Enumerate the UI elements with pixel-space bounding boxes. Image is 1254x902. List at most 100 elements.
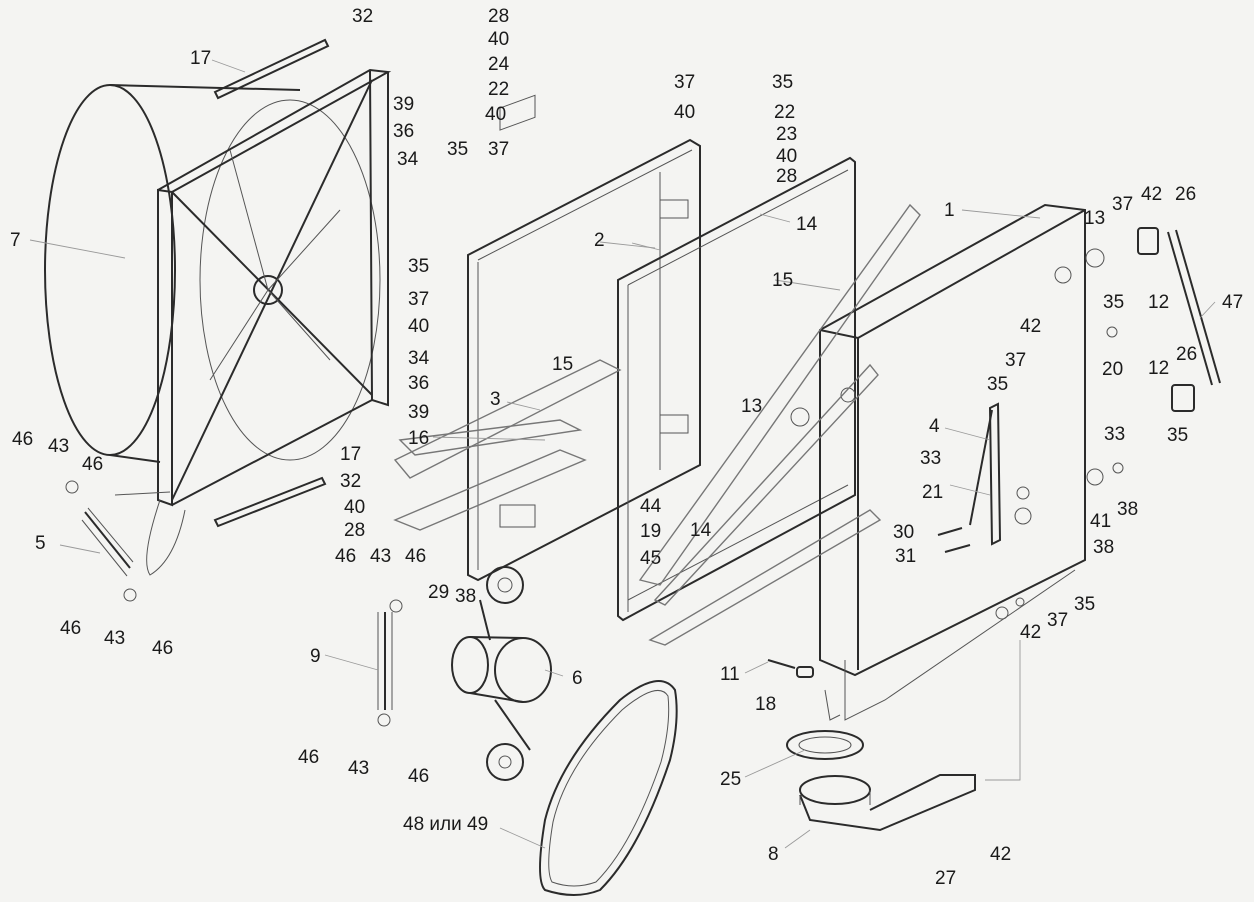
- tensioner-6: [451, 566, 552, 781]
- label-31: 31: [895, 546, 916, 567]
- label-14: 14: [690, 520, 712, 541]
- label-16: 16: [408, 428, 429, 449]
- ghost-overlay: [393, 203, 921, 646]
- label-35: 35: [408, 256, 429, 277]
- label-22: 22: [488, 79, 509, 100]
- label-35: 35: [987, 374, 1008, 395]
- label-43: 43: [370, 546, 391, 567]
- label-13: 13: [741, 396, 762, 417]
- label-42: 42: [1020, 622, 1041, 643]
- label-15: 15: [772, 270, 793, 291]
- label-1: 1: [944, 200, 955, 221]
- label-26: 26: [1175, 184, 1196, 205]
- label-39: 39: [393, 94, 414, 115]
- pins-30-31: [937, 527, 971, 553]
- label-38: 38: [455, 586, 476, 607]
- label-20: 20: [1102, 359, 1123, 380]
- belt-48-49: [539, 680, 678, 896]
- label-36: 36: [408, 373, 429, 394]
- bracket-17-bottom: [213, 476, 327, 528]
- label-39: 39: [408, 402, 429, 423]
- label-40: 40: [776, 146, 797, 167]
- label-34: 34: [408, 348, 430, 369]
- label-22: 22: [774, 102, 795, 123]
- label-25: 25: [720, 769, 741, 790]
- hinge-12-bottom: [1171, 384, 1195, 412]
- frame-14: [617, 156, 856, 622]
- spring-9: [377, 599, 403, 727]
- spring-5: [65, 480, 137, 602]
- label-28: 28: [344, 520, 365, 541]
- label-30: 30: [893, 522, 914, 543]
- hopper-1: [819, 203, 1086, 721]
- label-48-49: 48 или 49: [403, 814, 488, 835]
- label-41: 41: [1090, 511, 1111, 532]
- label-46: 46: [60, 618, 81, 639]
- label-34: 34: [397, 149, 419, 170]
- fasteners: [790, 248, 1124, 620]
- label-46: 46: [12, 429, 33, 450]
- label-37: 37: [1005, 350, 1026, 371]
- label-26: 26: [1176, 344, 1197, 365]
- label-43: 43: [348, 758, 369, 779]
- label-23: 23: [776, 124, 797, 145]
- label-37: 37: [1047, 610, 1068, 631]
- label-43: 43: [104, 628, 125, 649]
- label-37: 37: [1112, 194, 1133, 215]
- label-40: 40: [488, 29, 509, 50]
- label-24: 24: [488, 54, 510, 75]
- label-14: 14: [796, 214, 818, 235]
- label-17: 17: [190, 48, 211, 69]
- bushing-18: [796, 666, 814, 678]
- pin-11: [767, 659, 796, 669]
- panel-2: [467, 94, 701, 582]
- label-37: 37: [674, 72, 695, 93]
- label-46: 46: [298, 747, 319, 768]
- label-17: 17: [340, 444, 361, 465]
- label-46: 46: [405, 546, 426, 567]
- label-37: 37: [488, 139, 509, 160]
- label-12: 12: [1148, 358, 1169, 379]
- label-5: 5: [35, 533, 46, 554]
- leader-lines: [29, 59, 1216, 849]
- fan-housing-drum: [44, 84, 381, 463]
- label-46: 46: [408, 766, 429, 787]
- label-36: 36: [393, 121, 414, 142]
- label-47: 47: [1222, 292, 1243, 313]
- label-4: 4: [929, 416, 940, 437]
- bracket-17-top: [213, 38, 330, 100]
- label-38: 38: [1117, 499, 1138, 520]
- label-43: 43: [48, 436, 69, 457]
- label-13: 13: [1084, 208, 1105, 229]
- label-33: 33: [1104, 424, 1125, 445]
- hinge-12-top: [1137, 227, 1159, 255]
- label-37: 37: [408, 289, 429, 310]
- label-40: 40: [485, 104, 506, 125]
- label-38: 38: [1093, 537, 1114, 558]
- label-35: 35: [1103, 292, 1124, 313]
- label-6: 6: [572, 668, 583, 689]
- label-35: 35: [447, 139, 468, 160]
- label-11: 11: [720, 664, 740, 685]
- label-35: 35: [1167, 425, 1188, 446]
- label-40: 40: [344, 497, 365, 518]
- label-18: 18: [755, 694, 776, 715]
- part-labels: 32 28 40 24 22 40 17 39 36 34 35 37 37 3…: [10, 6, 1243, 889]
- label-44: 44: [640, 496, 662, 517]
- chute-8: [799, 774, 976, 832]
- label-9: 9: [310, 646, 321, 667]
- label-3: 3: [490, 389, 501, 410]
- label-46: 46: [82, 454, 103, 475]
- label-46: 46: [152, 638, 173, 659]
- fan-frame: [114, 68, 392, 576]
- label-7: 7: [10, 230, 21, 251]
- label-42: 42: [990, 844, 1011, 865]
- label-35: 35: [1074, 594, 1095, 615]
- label-40: 40: [674, 102, 695, 123]
- label-32: 32: [352, 6, 373, 27]
- label-46: 46: [335, 546, 356, 567]
- label-33: 33: [920, 448, 941, 469]
- label-8: 8: [768, 844, 779, 865]
